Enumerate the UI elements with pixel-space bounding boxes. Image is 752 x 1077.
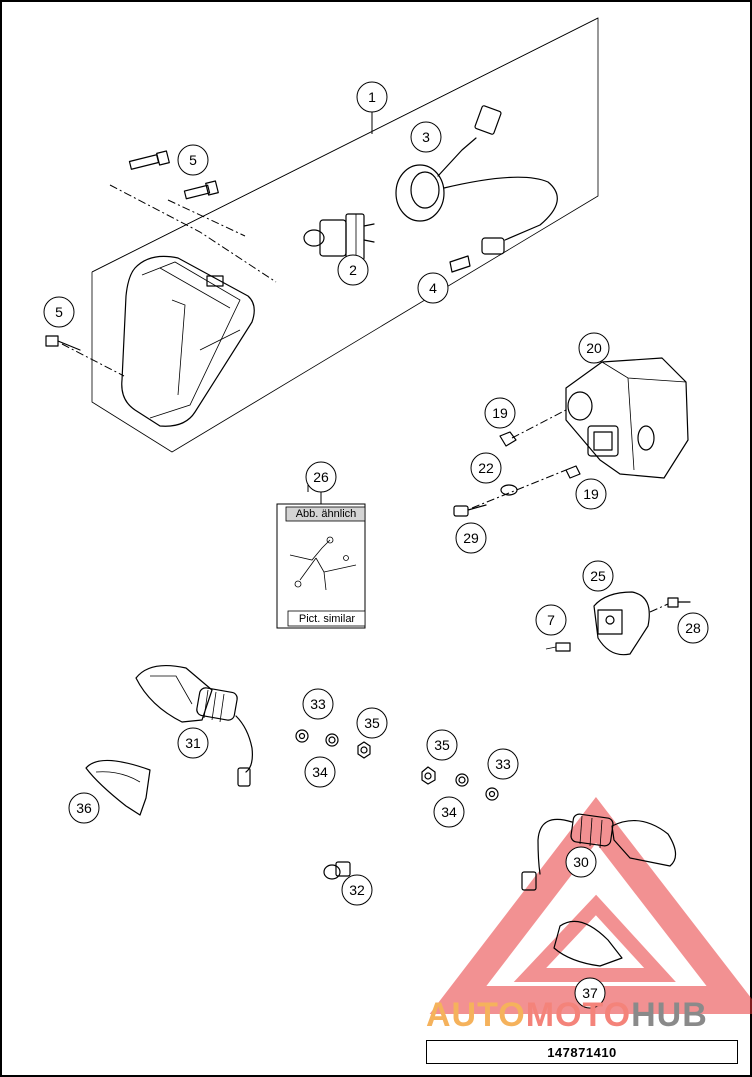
svg-text:3: 3: [422, 129, 430, 145]
callout-34-left: 34: [304, 756, 336, 788]
callout-32: 32: [341, 874, 373, 906]
callout-19-top: 19: [484, 397, 516, 429]
callout-34-right: 34: [433, 796, 465, 828]
callout-37: 37: [574, 977, 606, 1009]
tail-light-fasteners: [453, 409, 581, 517]
callout-5-top: 5: [177, 144, 209, 176]
callout-5-left: 5: [43, 296, 75, 328]
callout-19-bottom: 19: [575, 478, 607, 510]
leader-lines: [307, 112, 373, 504]
svg-text:35: 35: [434, 737, 450, 753]
headlight-bulb: [303, 213, 375, 261]
svg-text:7: 7: [547, 612, 555, 628]
svg-text:19: 19: [583, 486, 599, 502]
turn-signal-lens-left: [85, 759, 151, 816]
svg-text:25: 25: [590, 568, 606, 584]
svg-text:36: 36: [76, 800, 92, 816]
callout-26: 26: [305, 461, 337, 493]
svg-text:26: 26: [313, 469, 329, 485]
svg-text:5: 5: [189, 152, 197, 168]
svg-text:2: 2: [349, 262, 357, 278]
callout-29: 29: [455, 522, 487, 554]
headlight-housing: [121, 255, 255, 427]
callout-28: 28: [677, 612, 709, 644]
callout-1: 1: [356, 81, 388, 113]
washer-nut-set-left: [295, 729, 371, 759]
callout-20: 20: [578, 332, 610, 364]
svg-text:5: 5: [55, 304, 63, 320]
screw-guide-lines: [61, 184, 277, 377]
callout-4: 4: [417, 272, 449, 304]
indicator-bulb: [323, 861, 351, 880]
svg-text:33: 33: [495, 756, 511, 772]
tail-light: [565, 357, 689, 479]
callout-35-right: 35: [426, 729, 458, 761]
wiring-harness-box: [276, 503, 366, 629]
svg-text:28: 28: [685, 620, 701, 636]
part-number-label: 147871410: [426, 1040, 738, 1064]
label-illustration-en: Pict. similar: [299, 613, 356, 625]
svg-text:35: 35: [364, 715, 380, 731]
turn-signal-right: [521, 813, 677, 891]
callout-36: 36: [68, 792, 100, 824]
label-illustration-de: Abb. ähnlich: [296, 508, 357, 520]
callout-33-left: 33: [302, 688, 334, 720]
svg-text:22: 22: [478, 460, 494, 476]
callout-7: 7: [535, 604, 567, 636]
watermark-logo-icon: [429, 797, 752, 1014]
svg-text:34: 34: [312, 764, 328, 780]
svg-text:37: 37: [582, 985, 598, 1001]
svg-text:34: 34: [441, 804, 457, 820]
svg-text:20: 20: [586, 340, 602, 356]
bulb-socket-harness: [395, 105, 558, 273]
turn-signal-lens-right: [553, 920, 623, 967]
callout-25: 25: [582, 560, 614, 592]
callout-33-right: 33: [487, 748, 519, 780]
svg-text:31: 31: [185, 735, 201, 751]
callout-35-left: 35: [356, 707, 388, 739]
license-plate-light: [545, 591, 691, 656]
washer-nut-set-right: [421, 766, 499, 801]
svg-text:1: 1: [368, 89, 376, 105]
callout-3: 3: [410, 121, 442, 153]
watermark-text: AUTOMOTOHUB: [426, 996, 708, 1034]
svg-text:33: 33: [310, 696, 326, 712]
svg-text:32: 32: [349, 882, 365, 898]
svg-text:30: 30: [573, 854, 589, 870]
headlight-screw: [45, 150, 219, 351]
callout-22: 22: [470, 452, 502, 484]
svg-text:19: 19: [492, 405, 508, 421]
svg-text:4: 4: [429, 280, 437, 296]
turn-signal-left: [135, 665, 253, 787]
callout-2: 2: [337, 254, 369, 286]
svg-text:29: 29: [463, 530, 479, 546]
headlight-assembly-box: [91, 17, 599, 453]
callout-30: 30: [565, 846, 597, 878]
callout-31: 31: [177, 727, 209, 759]
